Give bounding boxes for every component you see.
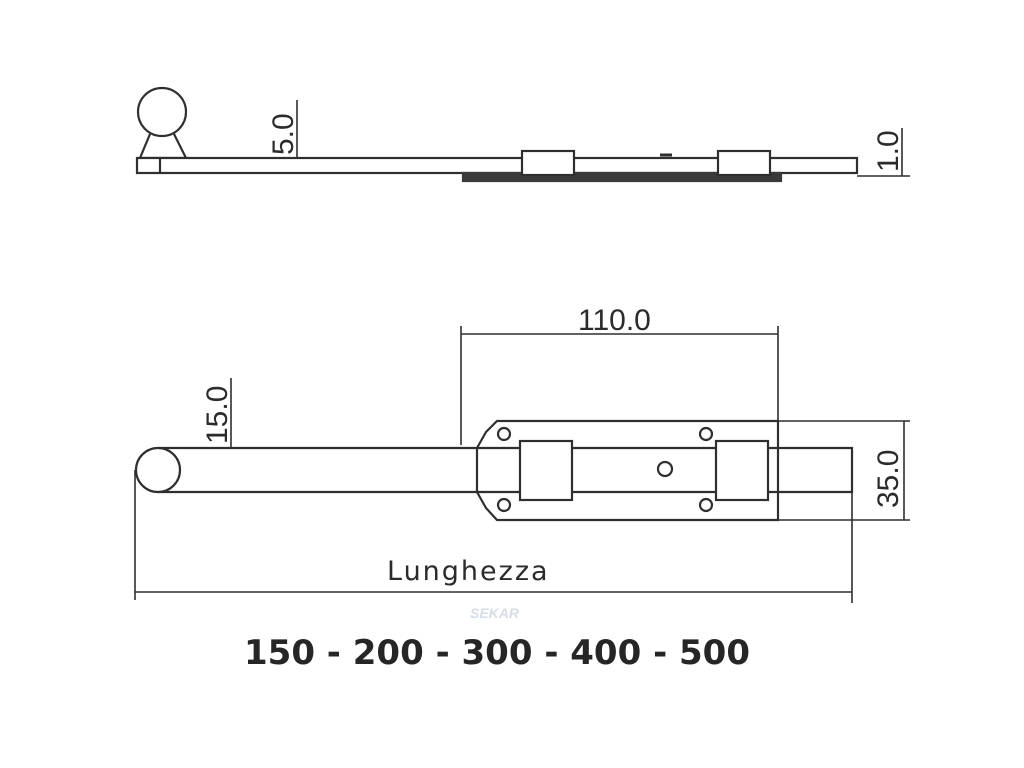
staple-left-side — [520, 149, 576, 177]
knob-end — [134, 446, 182, 494]
dim-label-plate-height: 35.0 — [872, 450, 905, 508]
staple-right-side — [716, 149, 772, 177]
front-dimensions — [134, 326, 910, 603]
screw-hole — [698, 426, 714, 442]
base-plate-side — [461, 171, 783, 183]
staple-left — [518, 439, 574, 502]
length-label: Lunghezza — [387, 556, 550, 587]
screw-hole — [496, 497, 512, 513]
watermark: SEKAR — [470, 605, 520, 621]
dim-label-thickness: 1.0 — [872, 130, 905, 172]
side-view — [135, 86, 910, 183]
dim-label-knob: 15.0 — [201, 386, 234, 444]
staple-right — [714, 439, 770, 502]
screw-hole — [698, 497, 714, 513]
screw-hole-center — [656, 460, 674, 478]
screw-hole — [496, 426, 512, 442]
knob-neck — [138, 133, 188, 160]
knob-ball — [136, 86, 188, 138]
dim-label-plate-length: 110.0 — [578, 304, 651, 337]
dim-label-height: 5.0 — [267, 113, 300, 155]
available-lengths: 150 - 200 - 300 - 400 - 500 — [244, 633, 750, 673]
front-view — [134, 419, 854, 522]
bolt-rod — [158, 446, 854, 494]
mounting-plate — [475, 419, 780, 522]
